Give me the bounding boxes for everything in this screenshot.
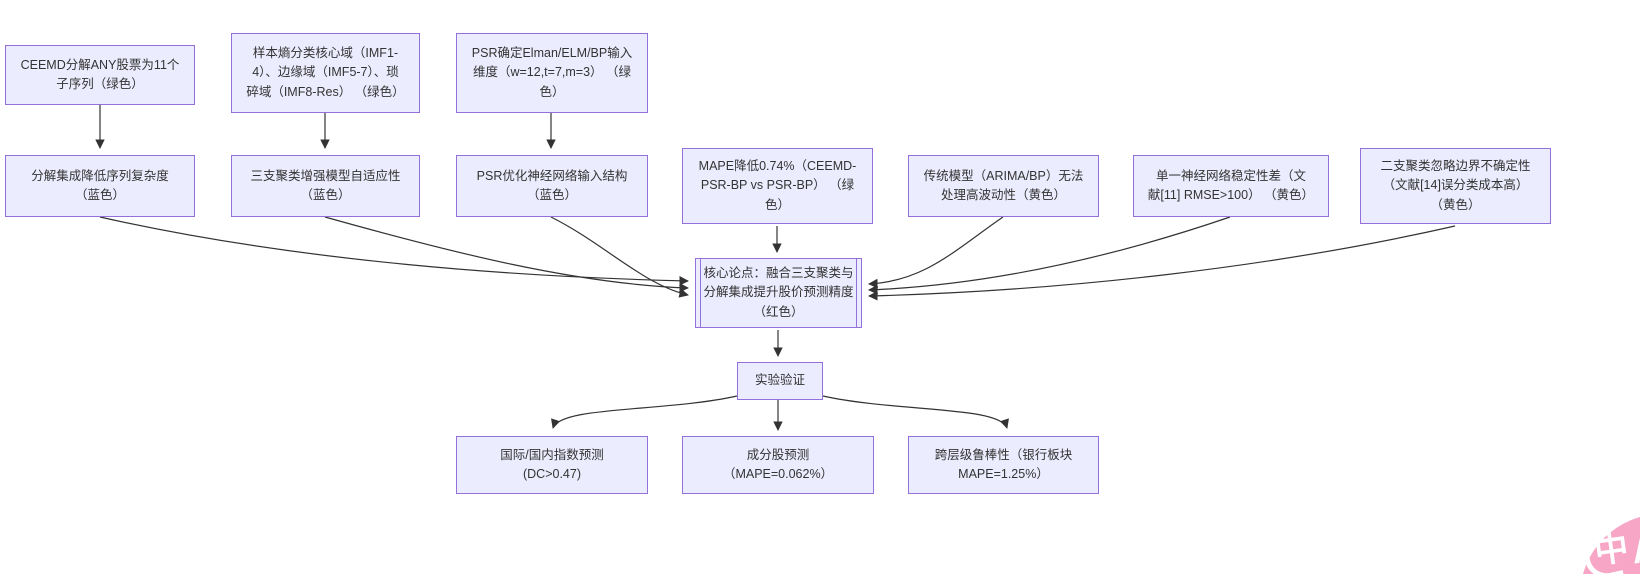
- node-core-thesis: 核心论点：融合三支聚类与 分解集成提升股价预测精度 （红色）: [695, 258, 862, 328]
- node-ceemd-decompose: CEEMD分解ANY股票为11个 子序列（绿色）: [5, 45, 195, 105]
- node-twoway-cluster-limit: 二支聚类忽略边界不确定性 （文献[14]误分类成本高） （黄色）: [1360, 148, 1551, 224]
- edge-decompose-to-core: [99, 216, 689, 286]
- node-mape-evidence: MAPE降低0.74%（CEEMD- PSR-BP vs PSR-BP） （绿 …: [682, 148, 873, 224]
- node-psr-input-dimension: PSR确定Elman/ELM/BP输入 维度（w=12,t=7,m=3） （绿 …: [456, 33, 648, 113]
- node-single-nn-limit: 单一神经网络稳定性差（文 献[11] RMSE>100） （黄色）: [1133, 155, 1329, 217]
- node-experiment-validation: 实验验证: [737, 362, 823, 400]
- node-result-index-forecast: 国际/国内指数预测 (DC>0.47): [456, 436, 648, 494]
- node-result-component-forecast: 成分股预测 （MAPE=0.062%）: [682, 436, 874, 494]
- node-decompose-benefit: 分解集成降低序列复杂度 （蓝色）: [5, 155, 195, 217]
- node-sample-entropy-classify: 样本熵分类核心域（IMF1- 4）、边缘域（IMF5-7）、琐 碎域（IMF8-…: [231, 33, 420, 113]
- node-psr-benefit: PSR优化神经网络输入结构 （蓝色）: [456, 155, 648, 217]
- edge-threeway-to-core: [324, 216, 689, 293]
- node-threeway-benefit: 三支聚类增强模型自适应性 （蓝色）: [231, 155, 420, 217]
- edge-experiment-to-index: [551, 395, 738, 429]
- node-result-robustness: 跨层级鲁棒性（银行板块 MAPE=1.25%）: [908, 436, 1099, 494]
- edge-traditional-to-core: [868, 216, 1004, 289]
- edge-singlenn-to-core: [868, 216, 1231, 295]
- node-traditional-model-limit: 传统模型（ARIMA/BP）无法 处理高波动性（黄色）: [908, 155, 1099, 217]
- edge-experiment-to-robust: [822, 395, 1009, 429]
- edge-psrbenefit-to-core: [550, 216, 689, 298]
- edge-twoway-to-core: [868, 225, 1456, 301]
